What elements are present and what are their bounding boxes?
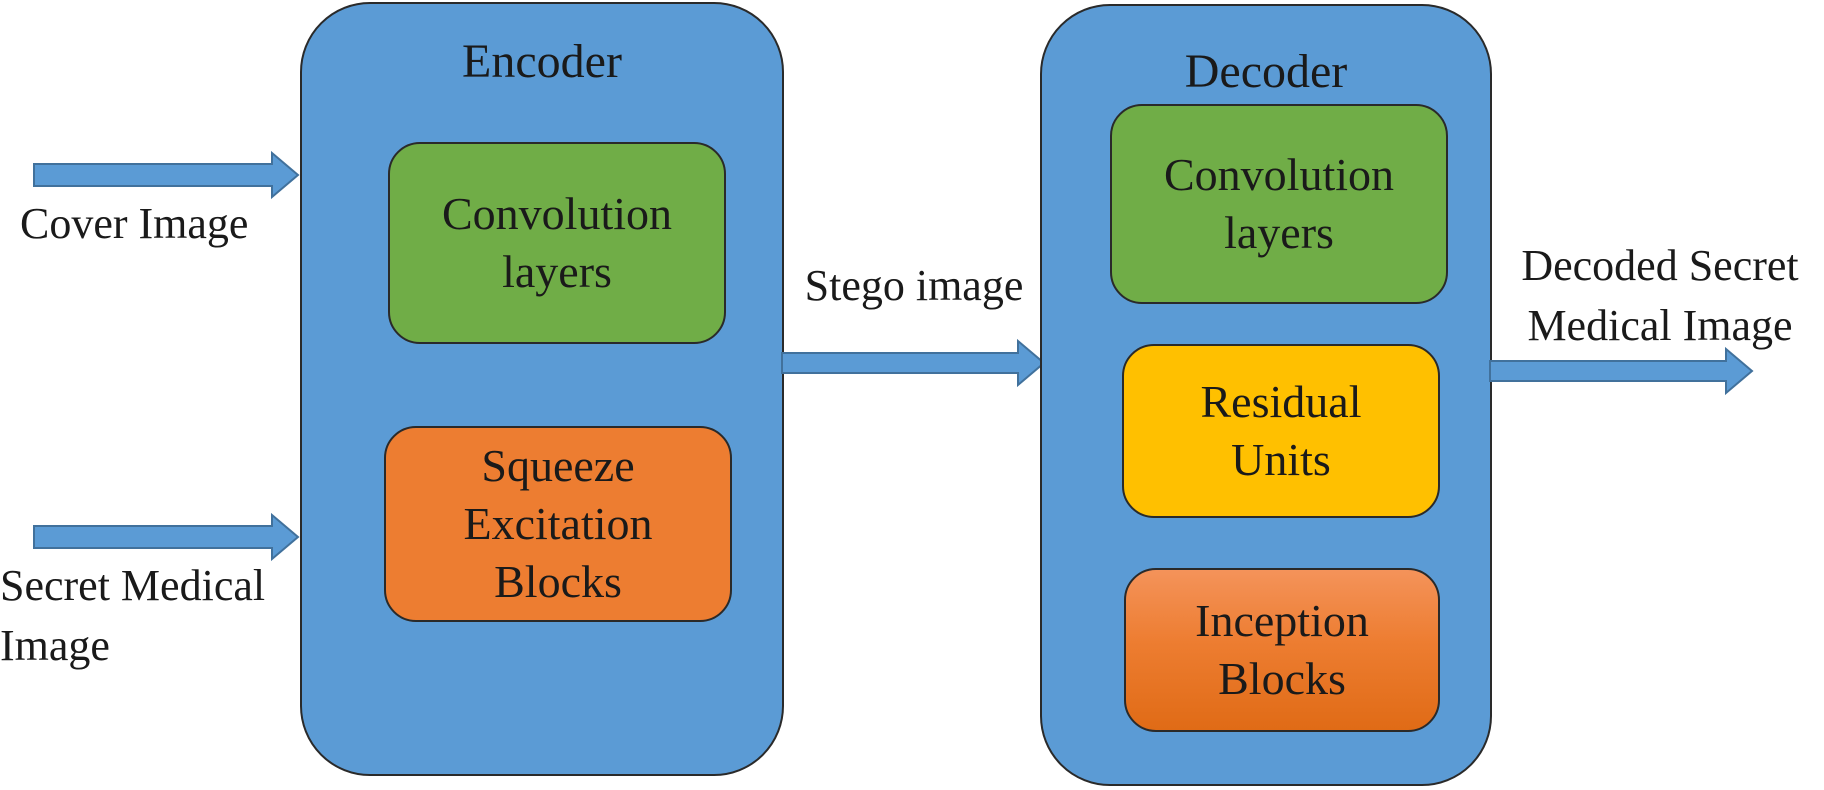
encoder-title: Encoder	[462, 35, 622, 88]
stego-image-arrow	[781, 338, 1046, 388]
secret-image-arrow	[33, 512, 300, 562]
stego-image-label: Stego image	[804, 261, 1024, 310]
squeeze-excitation-label: Squeeze Excitation Blocks	[463, 440, 653, 607]
decoder-convolution-label: Convolution layers	[1163, 149, 1395, 258]
squeeze-excitation-block: Squeeze Excitation Blocks	[384, 426, 732, 622]
encoder-convolution-block: Convolution layers	[388, 142, 726, 344]
encoder-block: Encoder Convolution layers Squeeze Excit…	[300, 2, 784, 776]
inception-blocks-label: Inception Blocks	[1195, 595, 1369, 704]
cover-image-arrow	[33, 150, 300, 200]
cover-image-label: Cover Image	[20, 199, 249, 248]
decoder-convolution-block: Convolution layers	[1110, 104, 1448, 304]
secret-image-label: Secret Medical Image	[0, 561, 266, 670]
inception-blocks-block: Inception Blocks	[1124, 568, 1440, 732]
decoded-output-label: Decoded Secret Medical Image	[1521, 241, 1799, 350]
residual-units-label: Residual Units	[1200, 376, 1362, 485]
residual-units-block: Residual Units	[1122, 344, 1440, 518]
decoded-output-arrow	[1489, 346, 1754, 396]
decoder-block: Decoder Convolution layers Residual Unit…	[1040, 4, 1492, 786]
decoder-title: Decoder	[1184, 45, 1348, 98]
encoder-convolution-label: Convolution layers	[441, 188, 673, 297]
